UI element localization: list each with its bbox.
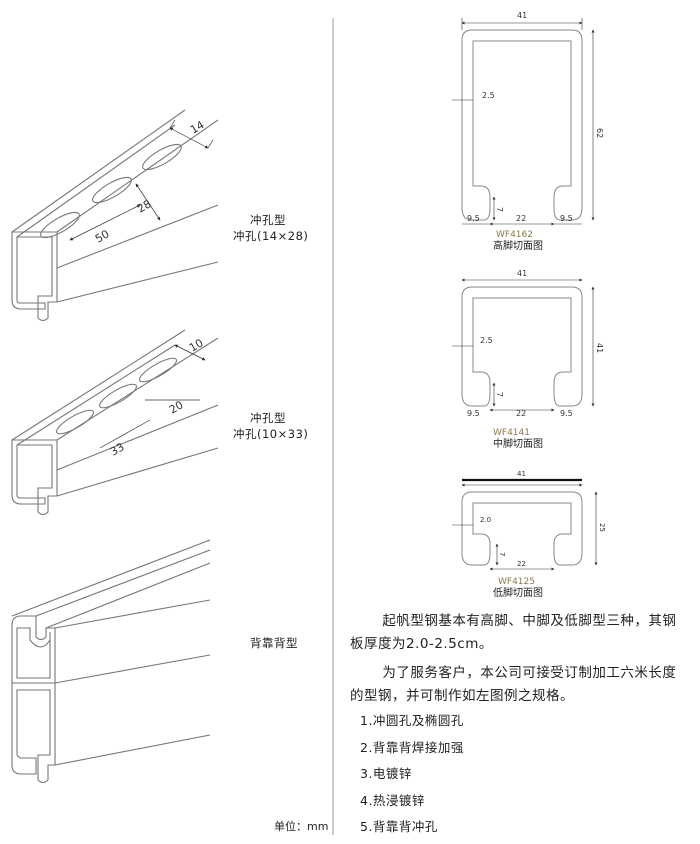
feature-item: 4.热浸镀锌 bbox=[360, 792, 425, 808]
section1-width: 41 bbox=[517, 11, 527, 20]
section3-width: 41 bbox=[517, 470, 526, 478]
profile-slotted-10x33 bbox=[11, 329, 219, 516]
section-mid-profile bbox=[461, 286, 583, 407]
section1-caption: 高脚切面图 bbox=[493, 239, 543, 252]
section3-height: 25 bbox=[598, 523, 606, 532]
feature-item: 1.冲圆孔及椭圆孔 bbox=[360, 713, 464, 728]
section3-opening: 22 bbox=[517, 560, 526, 568]
section2-opening: 22 bbox=[516, 409, 526, 418]
profile-back-to-back bbox=[11, 539, 211, 784]
section2-width: 41 bbox=[517, 269, 527, 278]
section3-thickness: 2.0 bbox=[480, 516, 491, 524]
profile2-subtitle: 冲孔(10×33) bbox=[233, 427, 309, 441]
profile2-dimension-lines bbox=[99, 344, 206, 449]
section1-opening: 22 bbox=[516, 214, 526, 223]
description-text-2: 为了服务客户，本公司可接受订制加工六米长度的型钢，并可制作如左图例之规格。 bbox=[350, 665, 677, 704]
section2-height: 41 bbox=[595, 343, 604, 353]
section1-dimensions bbox=[452, 18, 595, 226]
section1-model: WF4162 bbox=[496, 230, 533, 240]
section1-left-gap: 9.5 bbox=[467, 214, 480, 223]
section1-lip: 7 bbox=[495, 207, 504, 212]
profile2-dim-pitch: 20 bbox=[167, 398, 186, 416]
section-low-profile bbox=[461, 491, 583, 566]
section2-right-gap: 9.5 bbox=[560, 409, 573, 418]
section2-model: WF4141 bbox=[493, 428, 530, 438]
feature-item: 5.背靠背冲孔 bbox=[360, 819, 438, 834]
profile1-dim-pitch: 50 bbox=[93, 227, 112, 245]
section1-thickness: 2.5 bbox=[482, 91, 495, 100]
section-high-profile bbox=[461, 29, 583, 221]
section1-right-gap: 9.5 bbox=[560, 214, 573, 223]
profile1-dimension-lines bbox=[69, 119, 214, 241]
section2-dimensions bbox=[452, 278, 595, 412]
section3-lip: 7 bbox=[498, 552, 506, 556]
profile1-dim-slot-width: 14 bbox=[188, 118, 207, 136]
section3-caption: 低脚切面图 bbox=[493, 586, 543, 599]
section2-thickness: 2.5 bbox=[480, 336, 493, 345]
section3-dimensions bbox=[452, 483, 598, 571]
feature-item: 3.电镀锌 bbox=[360, 766, 412, 781]
description-paragraph-1: 起帆型钢基本有高脚、中脚及低脚型三种，其钢板厚度为2.0-2.5cm。 bbox=[350, 610, 690, 656]
section2-left-gap: 9.5 bbox=[467, 409, 480, 418]
profile1-title: 冲孔型 bbox=[250, 213, 286, 227]
profile3-title: 背靠背型 bbox=[250, 636, 298, 650]
profile1-dim-slot-length: 28 bbox=[135, 197, 154, 215]
description-paragraph-2: 为了服务客户，本公司可接受订制加工六米长度的型钢，并可制作如左图例之规格。 bbox=[350, 662, 690, 708]
profile1-subtitle: 冲孔(14×28) bbox=[233, 229, 309, 243]
section2-caption: 中脚切面图 bbox=[493, 437, 543, 450]
feature-list: 1.冲圆孔及椭圆孔 2.背靠背焊接加强 3.电镀锌 4.热浸镀锌 5.背靠背冲孔 bbox=[360, 711, 464, 844]
unit-label: 单位：mm bbox=[274, 820, 329, 833]
section1-height: 62 bbox=[595, 128, 604, 138]
profile2-title: 冲孔型 bbox=[250, 411, 286, 425]
profile2-dim-slot-width: 10 bbox=[187, 336, 206, 354]
description-text-1: 起帆型钢基本有高脚、中脚及低脚型三种，其钢板厚度为2.0-2.5cm。 bbox=[350, 613, 677, 652]
feature-item: 2.背靠背焊接加强 bbox=[360, 739, 464, 755]
section2-lip: 7 bbox=[495, 392, 504, 397]
profile2-dim-slot-length: 33 bbox=[108, 440, 127, 458]
profile-slotted-14x28 bbox=[11, 109, 219, 322]
section3-model: WF4125 bbox=[498, 577, 535, 587]
